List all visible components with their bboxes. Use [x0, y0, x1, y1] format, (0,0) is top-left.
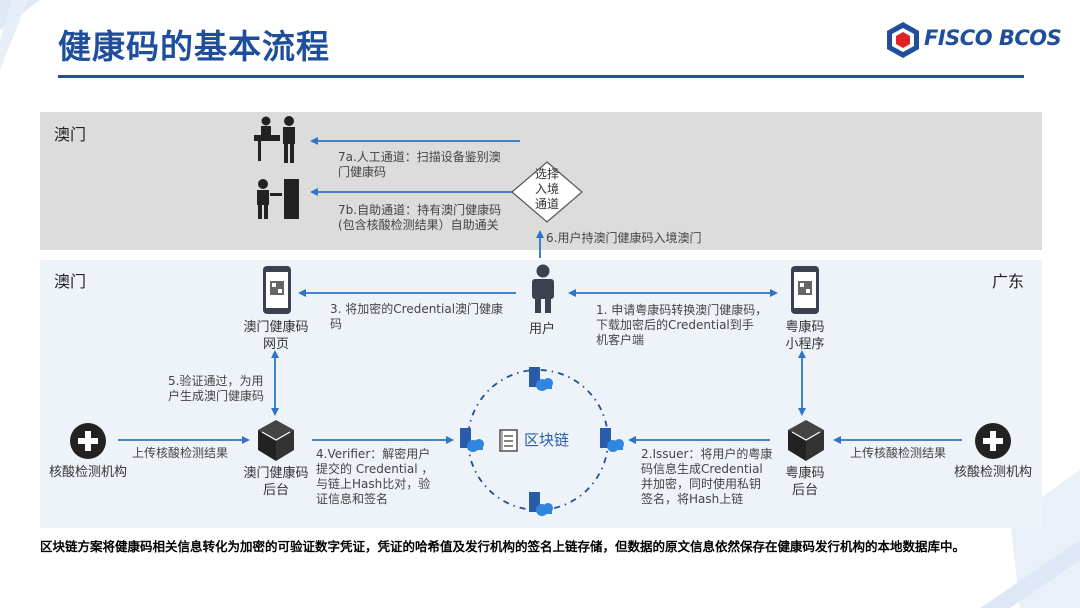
choose-channel-diamond — [511, 161, 583, 223]
choose-channel-label: 选择入境通道 — [534, 167, 559, 211]
server-node-top-icon — [529, 367, 553, 391]
upload-right-text: 上传核酸检测结果 — [850, 446, 947, 460]
server-node-right-icon — [600, 428, 624, 452]
region-label-guangdong: 广东 — [992, 272, 1025, 291]
step-5-text: 5.验证通过，为用户生成澳门健康码 — [168, 374, 265, 403]
step-4-text: 4.Verifier：解密用户提交的 Credential ，与链上Hash比对… — [316, 447, 434, 506]
gd-miniapp-phone-icon — [791, 266, 819, 314]
ledger-icon — [499, 429, 518, 452]
server-node-bottom-icon — [529, 492, 553, 516]
test-lab-right-label: 核酸检测机构 — [953, 465, 1032, 480]
gd-miniapp-label: 粤康码小程序 — [785, 320, 825, 352]
region-label-macau: 澳门 — [54, 272, 87, 291]
gd-backend-label: 粤康码后台 — [785, 466, 825, 498]
macau-web-phone-icon — [263, 266, 291, 314]
test-lab-right-icon — [975, 423, 1011, 459]
region-label-macau-top: 澳门 — [54, 125, 87, 144]
test-lab-left-label: 核酸检测机构 — [48, 465, 127, 480]
step-3-text: 3. 将加密的Credential澳门健康码 — [330, 302, 504, 331]
upload-left-text: 上传核酸检测结果 — [132, 446, 229, 460]
macau-web-label: 澳门健康码网页 — [243, 320, 309, 352]
gd-backend-cube-icon — [788, 420, 824, 461]
logo-text: FISCO BCOS — [924, 26, 1062, 50]
macau-backend-cube-icon — [258, 420, 294, 461]
user-label: 用户 — [528, 322, 555, 337]
manual-inspection-icon — [254, 116, 295, 163]
page-title: 健康码的基本流程 — [58, 27, 330, 66]
footer-note: 区块链方案将健康码相关信息转化为加密的可验证数字凭证，凭证的哈希值及发行机构的签… — [40, 539, 966, 554]
self-service-gate-icon — [257, 179, 299, 219]
step-1-text: 1. 申请粤康码转换澳门健康码，下载加密后的Credential到手机客户端 — [596, 303, 768, 347]
step-6-text: 6.用户持澳门健康码入境澳门 — [546, 231, 702, 245]
blockchain-label: 区块链 — [524, 431, 570, 449]
user-icon — [532, 264, 554, 313]
server-node-left-icon — [460, 428, 484, 452]
step-7b-text: 7b.自助通道：持有澳门健康码(包含核酸检测结果）自助通关 — [338, 203, 502, 232]
macau-backend-label: 澳门健康码后台 — [243, 466, 309, 498]
test-lab-left-icon — [70, 423, 106, 459]
step-7a-text: 7a.人工通道：扫描设备鉴别澳门健康码 — [338, 150, 501, 179]
title-divider — [58, 75, 1024, 78]
